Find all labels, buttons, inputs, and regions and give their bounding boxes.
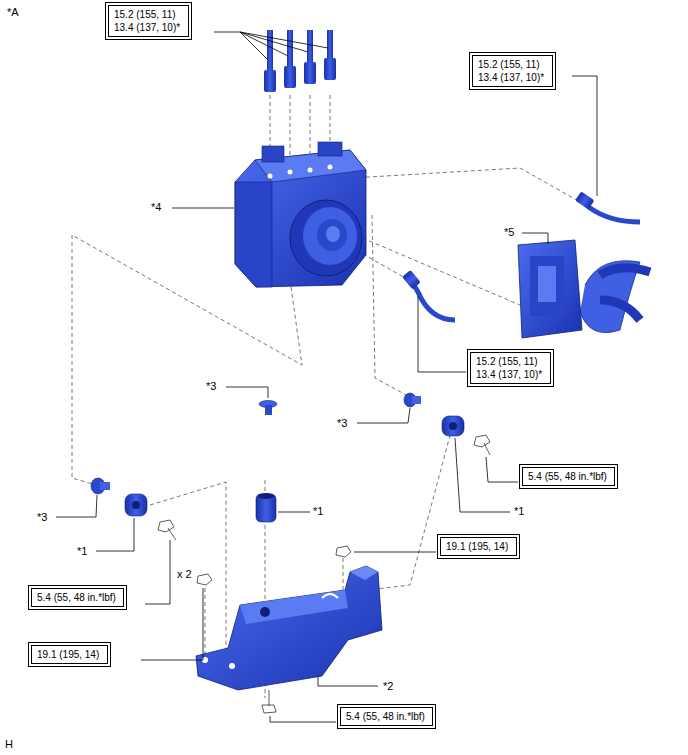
torque-value: 5.4 (55, 48 in.*lbf) [346,710,427,723]
torque-value: 19.1 (195, 14) [37,648,102,661]
torque-spec-box: 19.1 (195, 14) [440,537,517,556]
torque-spec-box: 5.4 (55, 48 in.*lbf) [522,467,615,486]
torque-value: 15.2 (155, 11) [478,58,547,71]
torque-value: 19.1 (195, 14) [446,540,511,553]
callout-number: *2 [382,680,394,693]
torque-value: 15.2 (155, 11) [476,355,545,368]
callout-number: *1 [312,505,324,518]
callout-number: *A [6,6,20,19]
torque-spec-box: 15.2 (155, 11)13.4 (137, 10)* [108,5,189,37]
torque-value: 13.4 (137, 10)* [114,21,183,34]
callout-number: *3 [336,417,348,430]
callout-number: x 2 [176,568,193,581]
callout-number: *3 [205,380,217,393]
torque-spec-box: 19.1 (195, 14) [31,645,108,664]
torque-spec-box: 15.2 (155, 11)13.4 (137, 10)* [470,352,551,384]
torque-value: 13.4 (137, 10)* [478,71,547,84]
callout-number: *5 [503,226,515,239]
callout-number: *1 [76,545,88,558]
torque-value: 5.4 (55, 48 in.*lbf) [528,470,609,483]
callout-number: *4 [150,201,162,214]
torque-value: 15.2 (155, 11) [114,8,183,21]
callout-number: *3 [36,511,48,524]
torque-spec-box: 5.4 (55, 48 in.*lbf) [31,588,124,607]
torque-value: 13.4 (137, 10)* [476,368,545,381]
callout-number: *1 [513,505,525,518]
torque-value: 5.4 (55, 48 in.*lbf) [37,591,118,604]
torque-spec-box: 15.2 (155, 11)13.4 (137, 10)* [472,55,553,87]
torque-spec-box: 5.4 (55, 48 in.*lbf) [340,707,433,726]
callout-number: H [4,738,14,751]
